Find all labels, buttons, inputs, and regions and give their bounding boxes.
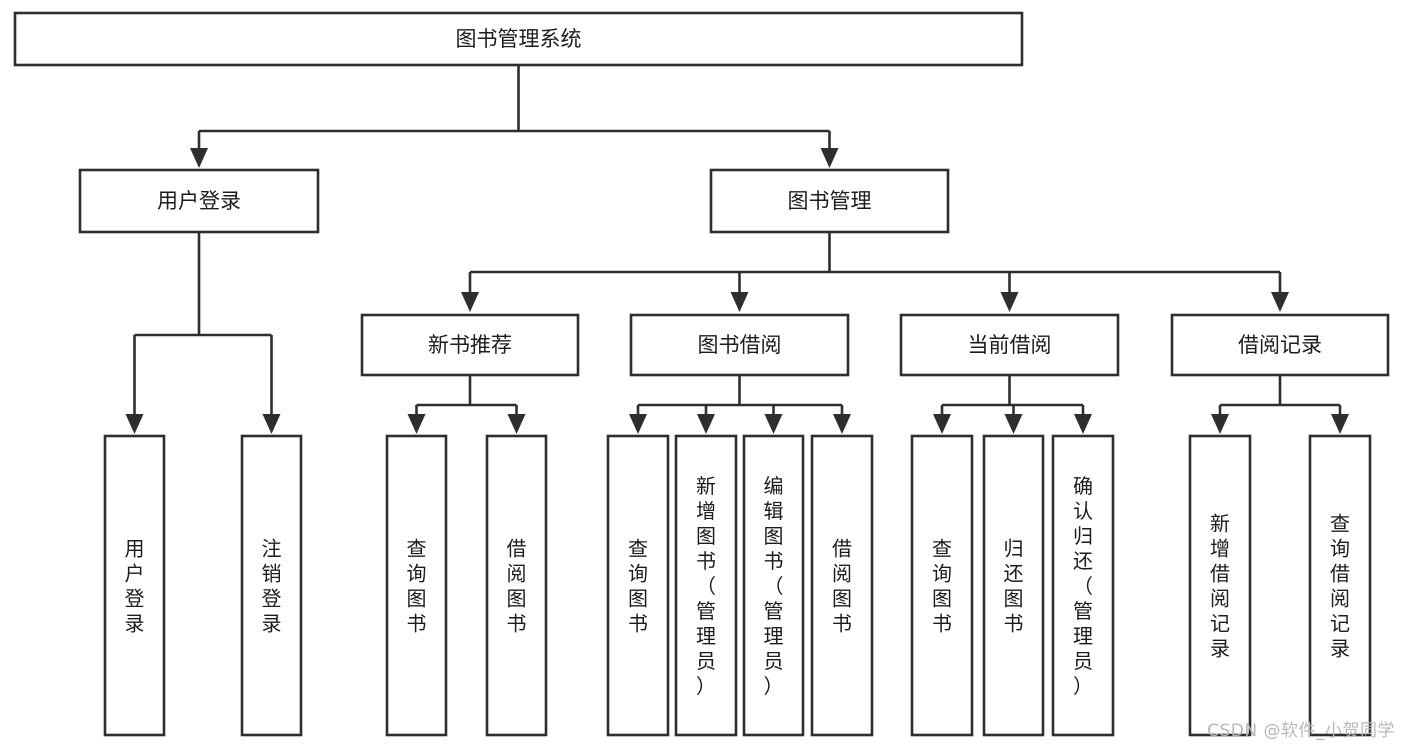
leafgroup-book-borrow-arrow-3	[833, 414, 851, 434]
leafgroup-book-borrow-arrow-2	[764, 414, 783, 434]
leafgroup-new-book-rec-arrow-0	[407, 414, 426, 434]
node-book-borrow[interactable]: 图书借阅	[629, 313, 850, 377]
node-leaf-borrow-edit-label: 编辑图书（管理员）	[764, 474, 784, 698]
node-leaf-cur-return-box[interactable]	[982, 434, 1045, 737]
node-leaf-borrow-edit-box[interactable]	[742, 434, 805, 737]
leafgroup-borrow-record-arrow-1	[1331, 414, 1349, 434]
node-book-borrow-box[interactable]	[629, 313, 850, 377]
node-user-login-label: 用户登录	[157, 189, 241, 213]
node-leaf-borrow-query[interactable]: 查询图书	[606, 434, 670, 737]
nodes-layer: 图书管理系统用户登录图书管理新书推荐图书借阅当前借阅借阅记录用户登录注销登录查询…	[13, 11, 1390, 737]
node-new-book-rec-label: 新书推荐	[428, 333, 512, 357]
node-root[interactable]: 图书管理系统	[13, 11, 1024, 67]
node-leaf-cur-confirm[interactable]: 确认归还（管理员）	[1051, 434, 1115, 737]
node-leaf-borrow-lend-box[interactable]	[810, 434, 874, 737]
node-leaf-user-logout[interactable]: 注销登录	[240, 434, 303, 737]
node-leaf-rec-add-box[interactable]	[1188, 434, 1252, 737]
leafgroup-user-login-arrow-0	[125, 414, 144, 434]
node-leaf-borrow-add-box[interactable]	[674, 434, 738, 737]
node-leaf-user-logout-box[interactable]	[240, 434, 303, 737]
node-leaf-user-login-box[interactable]	[103, 434, 166, 737]
node-leaf-user-login-label: 用户登录	[125, 537, 145, 636]
root-to-l2-arrow-1	[820, 148, 839, 168]
node-current-borrow-label: 当前借阅	[968, 333, 1052, 357]
node-book-manage[interactable]: 图书管理	[709, 168, 950, 234]
node-leaf-rec-query[interactable]: 查询图书	[385, 434, 448, 737]
leafgroup-current-borrow-arrow-2	[1074, 414, 1092, 434]
node-leaf-borrow-query-label: 查询图书	[628, 537, 648, 636]
node-leaf-user-logout-label: 注销登录	[262, 537, 282, 636]
node-new-book-rec[interactable]: 新书推荐	[360, 313, 580, 377]
node-leaf-borrow-lend-label: 借阅图书	[832, 537, 852, 636]
node-borrow-record-label: 借阅记录	[1238, 333, 1322, 357]
node-leaf-rec-add[interactable]: 新增借阅记录	[1188, 434, 1252, 737]
node-root-label: 图书管理系统	[456, 27, 582, 51]
node-user-login-box[interactable]	[78, 168, 320, 234]
node-leaf-borrow-edit[interactable]: 编辑图书（管理员）	[742, 434, 805, 737]
node-leaf-user-login[interactable]: 用户登录	[103, 434, 166, 737]
node-leaf-borrow-query-box[interactable]	[606, 434, 670, 737]
bookmanage-to-l3-arrow-3	[1271, 292, 1289, 312]
node-book-manage-label: 图书管理	[788, 189, 872, 213]
bookmanage-to-l3-arrow-0	[461, 292, 479, 312]
node-leaf-cur-confirm-label: 确认归还（管理员）	[1073, 474, 1093, 698]
node-borrow-record[interactable]: 借阅记录	[1170, 313, 1390, 377]
root-to-l2-arrow-0	[190, 148, 208, 168]
node-current-borrow[interactable]: 当前借阅	[899, 313, 1120, 377]
node-leaf-rec-borrow[interactable]: 借阅图书	[485, 434, 548, 737]
leafgroup-new-book-rec-arrow-1	[507, 414, 526, 434]
node-leaf-cur-return[interactable]: 归还图书	[982, 434, 1045, 737]
bookmanage-to-l3-arrow-2	[1000, 292, 1019, 312]
node-user-login[interactable]: 用户登录	[78, 168, 320, 234]
node-leaf-cur-query[interactable]: 查询图书	[910, 434, 974, 737]
node-leaf-rec-query-label: 查询图书	[407, 537, 427, 636]
node-book-manage-box[interactable]	[709, 168, 950, 234]
leafgroup-borrow-record-arrow-0	[1211, 414, 1229, 434]
node-leaf-borrow-add[interactable]: 新增图书（管理员）	[674, 434, 738, 737]
node-leaf-rec-add-label: 新增借阅记录	[1210, 512, 1230, 661]
node-leaf-rec-query-box[interactable]	[385, 434, 448, 737]
node-borrow-record-box[interactable]	[1170, 313, 1390, 377]
node-leaf-borrow-add-label: 新增图书（管理员）	[696, 474, 716, 698]
node-book-borrow-label: 图书借阅	[698, 333, 782, 357]
watermark-label: CSDN @软件_小贺同学	[1207, 721, 1395, 741]
leafgroup-book-borrow-arrow-1	[697, 414, 715, 434]
leafgroup-user-login-arrow-1	[262, 414, 281, 434]
node-leaf-borrow-lend[interactable]: 借阅图书	[810, 434, 874, 737]
node-leaf-cur-confirm-box[interactable]	[1051, 434, 1115, 737]
leafgroup-current-borrow-arrow-0	[933, 414, 951, 434]
node-leaf-cur-return-label: 归还图书	[1004, 537, 1024, 636]
connectors-layer	[125, 65, 1349, 434]
node-leaf-rec-borrow-label: 借阅图书	[507, 537, 527, 636]
node-leaf-rec-search-label: 查询借阅记录	[1330, 512, 1350, 661]
node-root-box[interactable]	[13, 11, 1024, 67]
bookmanage-to-l3-arrow-1	[730, 292, 749, 312]
node-current-borrow-box[interactable]	[899, 313, 1120, 377]
node-leaf-cur-query-label: 查询图书	[932, 537, 952, 636]
node-leaf-rec-borrow-box[interactable]	[485, 434, 548, 737]
leafgroup-book-borrow-arrow-0	[629, 414, 647, 434]
node-leaf-cur-query-box[interactable]	[910, 434, 974, 737]
node-leaf-rec-search-box[interactable]	[1308, 434, 1372, 737]
node-leaf-rec-search[interactable]: 查询借阅记录	[1308, 434, 1372, 737]
node-new-book-rec-box[interactable]	[360, 313, 580, 377]
leafgroup-current-borrow-arrow-1	[1004, 414, 1023, 434]
